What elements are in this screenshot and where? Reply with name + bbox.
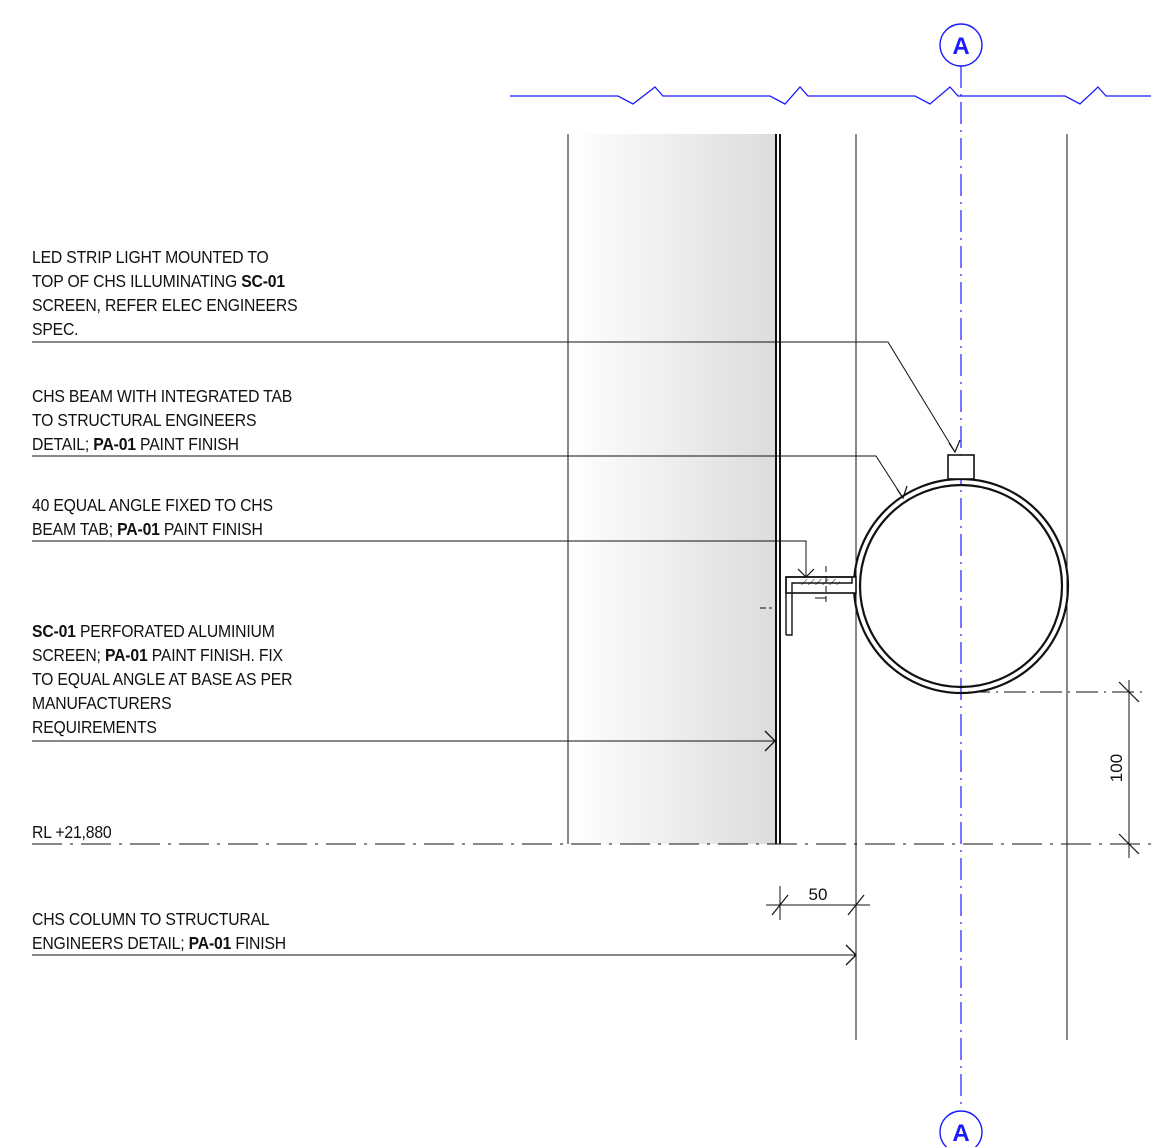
note-text: PERFORATED ALUMINIUM [75,621,275,641]
note-text: PAINT FINISH. FIX [147,645,283,665]
note-text: SCREEN; [32,645,105,665]
note-line: DETAIL; PA-01 PAINT FINISH [32,432,320,456]
note-line: 40 EQUAL ANGLE FIXED TO CHS [32,493,320,517]
screen-shaded-zone [568,134,776,844]
note-code: PA-01 [104,645,148,665]
note-line: BEAM TAB; PA-01 PAINT FINISH [32,517,320,541]
note-chs-beam: CHS BEAM WITH INTEGRATED TAB TO STRUCTURA… [32,384,320,456]
grid-bubble-bottom [939,1110,983,1147]
dim-100-tick-top [1118,681,1140,703]
note-text: BEAM TAB; [32,519,118,539]
equal-angle [785,576,853,636]
note-text: TO EQUAL ANGLE AT BASE AS PER [32,669,293,689]
beam-tab-hatch [800,579,840,585]
note-text: PAINT FINISH [159,519,263,539]
note-code: SC-01 [32,621,76,641]
leader-arrow-screen [764,730,776,752]
dim-50-tick-left [771,894,789,916]
note-text: LED STRIP LIGHT MOUNTED TO [32,247,269,267]
dim-50-tick-right [847,894,865,916]
note-text: ENGINEERS DETAIL; [32,933,189,953]
note-line: MANUFACTURERS [32,691,320,715]
note-text: RL +21,880 [32,822,112,842]
note-text: REQUIREMENTS [32,717,157,737]
leader-arrow-led [948,439,961,454]
note-code: SC-01 [241,271,285,291]
note-line: CHS COLUMN TO STRUCTURAL [32,907,320,931]
dim-100-tick-bottom [1118,833,1140,855]
note-line: SPEC. [32,317,320,341]
note-text: DETAIL; [32,434,94,454]
note-text: MANUFACTURERS [32,693,172,713]
note-line: REQUIREMENTS [32,715,320,739]
note-text: 40 EQUAL ANGLE FIXED TO CHS [32,495,273,515]
note-code: PA-01 [93,434,136,454]
note-line: SCREEN; PA-01 PAINT FINISH. FIX [32,643,320,667]
note-text: SCREEN, REFER ELEC ENGINEERS [32,295,298,315]
leader-led-strip [32,341,956,453]
note-line: TO EQUAL ANGLE AT BASE AS PER [32,667,320,691]
note-text: TO STRUCTURAL ENGINEERS [32,410,257,430]
leader-arrow-angle [797,568,815,578]
note-text: CHS COLUMN TO STRUCTURAL [32,909,270,929]
note-line: CHS BEAM WITH INTEGRATED TAB [32,384,320,408]
note-text: FINISH [231,933,286,953]
dim-50-text: 50 [809,885,828,904]
leader-equal-angle [32,540,807,577]
grid-label-top: A [952,33,969,60]
note-code: PA-01 [117,519,160,539]
leader-arrow-column [845,944,857,966]
leader-arrow-beam [896,485,908,500]
note-code: PA-01 [188,933,232,953]
break-line [510,86,1151,105]
chs-beam-inner [858,483,1064,689]
note-line: RL +21,880 [32,820,320,844]
note-line: SC-01 PERFORATED ALUMINIUM [32,619,320,643]
led-strip-light [947,454,975,480]
note-text: PAINT FINISH [135,434,239,454]
note-line: ENGINEERS DETAIL; PA-01 FINISH [32,931,320,955]
leader-chs-beam [32,455,904,499]
dim-100-text: 100 [1107,754,1126,782]
note-text: CHS BEAM WITH INTEGRATED TAB [32,386,293,406]
grid-label-bottom: A [952,1120,969,1147]
note-text: TOP OF CHS ILLUMINATING [32,271,242,291]
grid-bubble-top [939,23,983,67]
note-line: LED STRIP LIGHT MOUNTED TO [32,245,320,269]
note-line: SCREEN, REFER ELEC ENGINEERS [32,293,320,317]
note-level-rl: RL +21,880 [32,820,320,844]
note-line: TO STRUCTURAL ENGINEERS [32,408,320,432]
note-line: TOP OF CHS ILLUMINATING SC-01 [32,269,320,293]
note-text: SPEC. [32,319,79,339]
